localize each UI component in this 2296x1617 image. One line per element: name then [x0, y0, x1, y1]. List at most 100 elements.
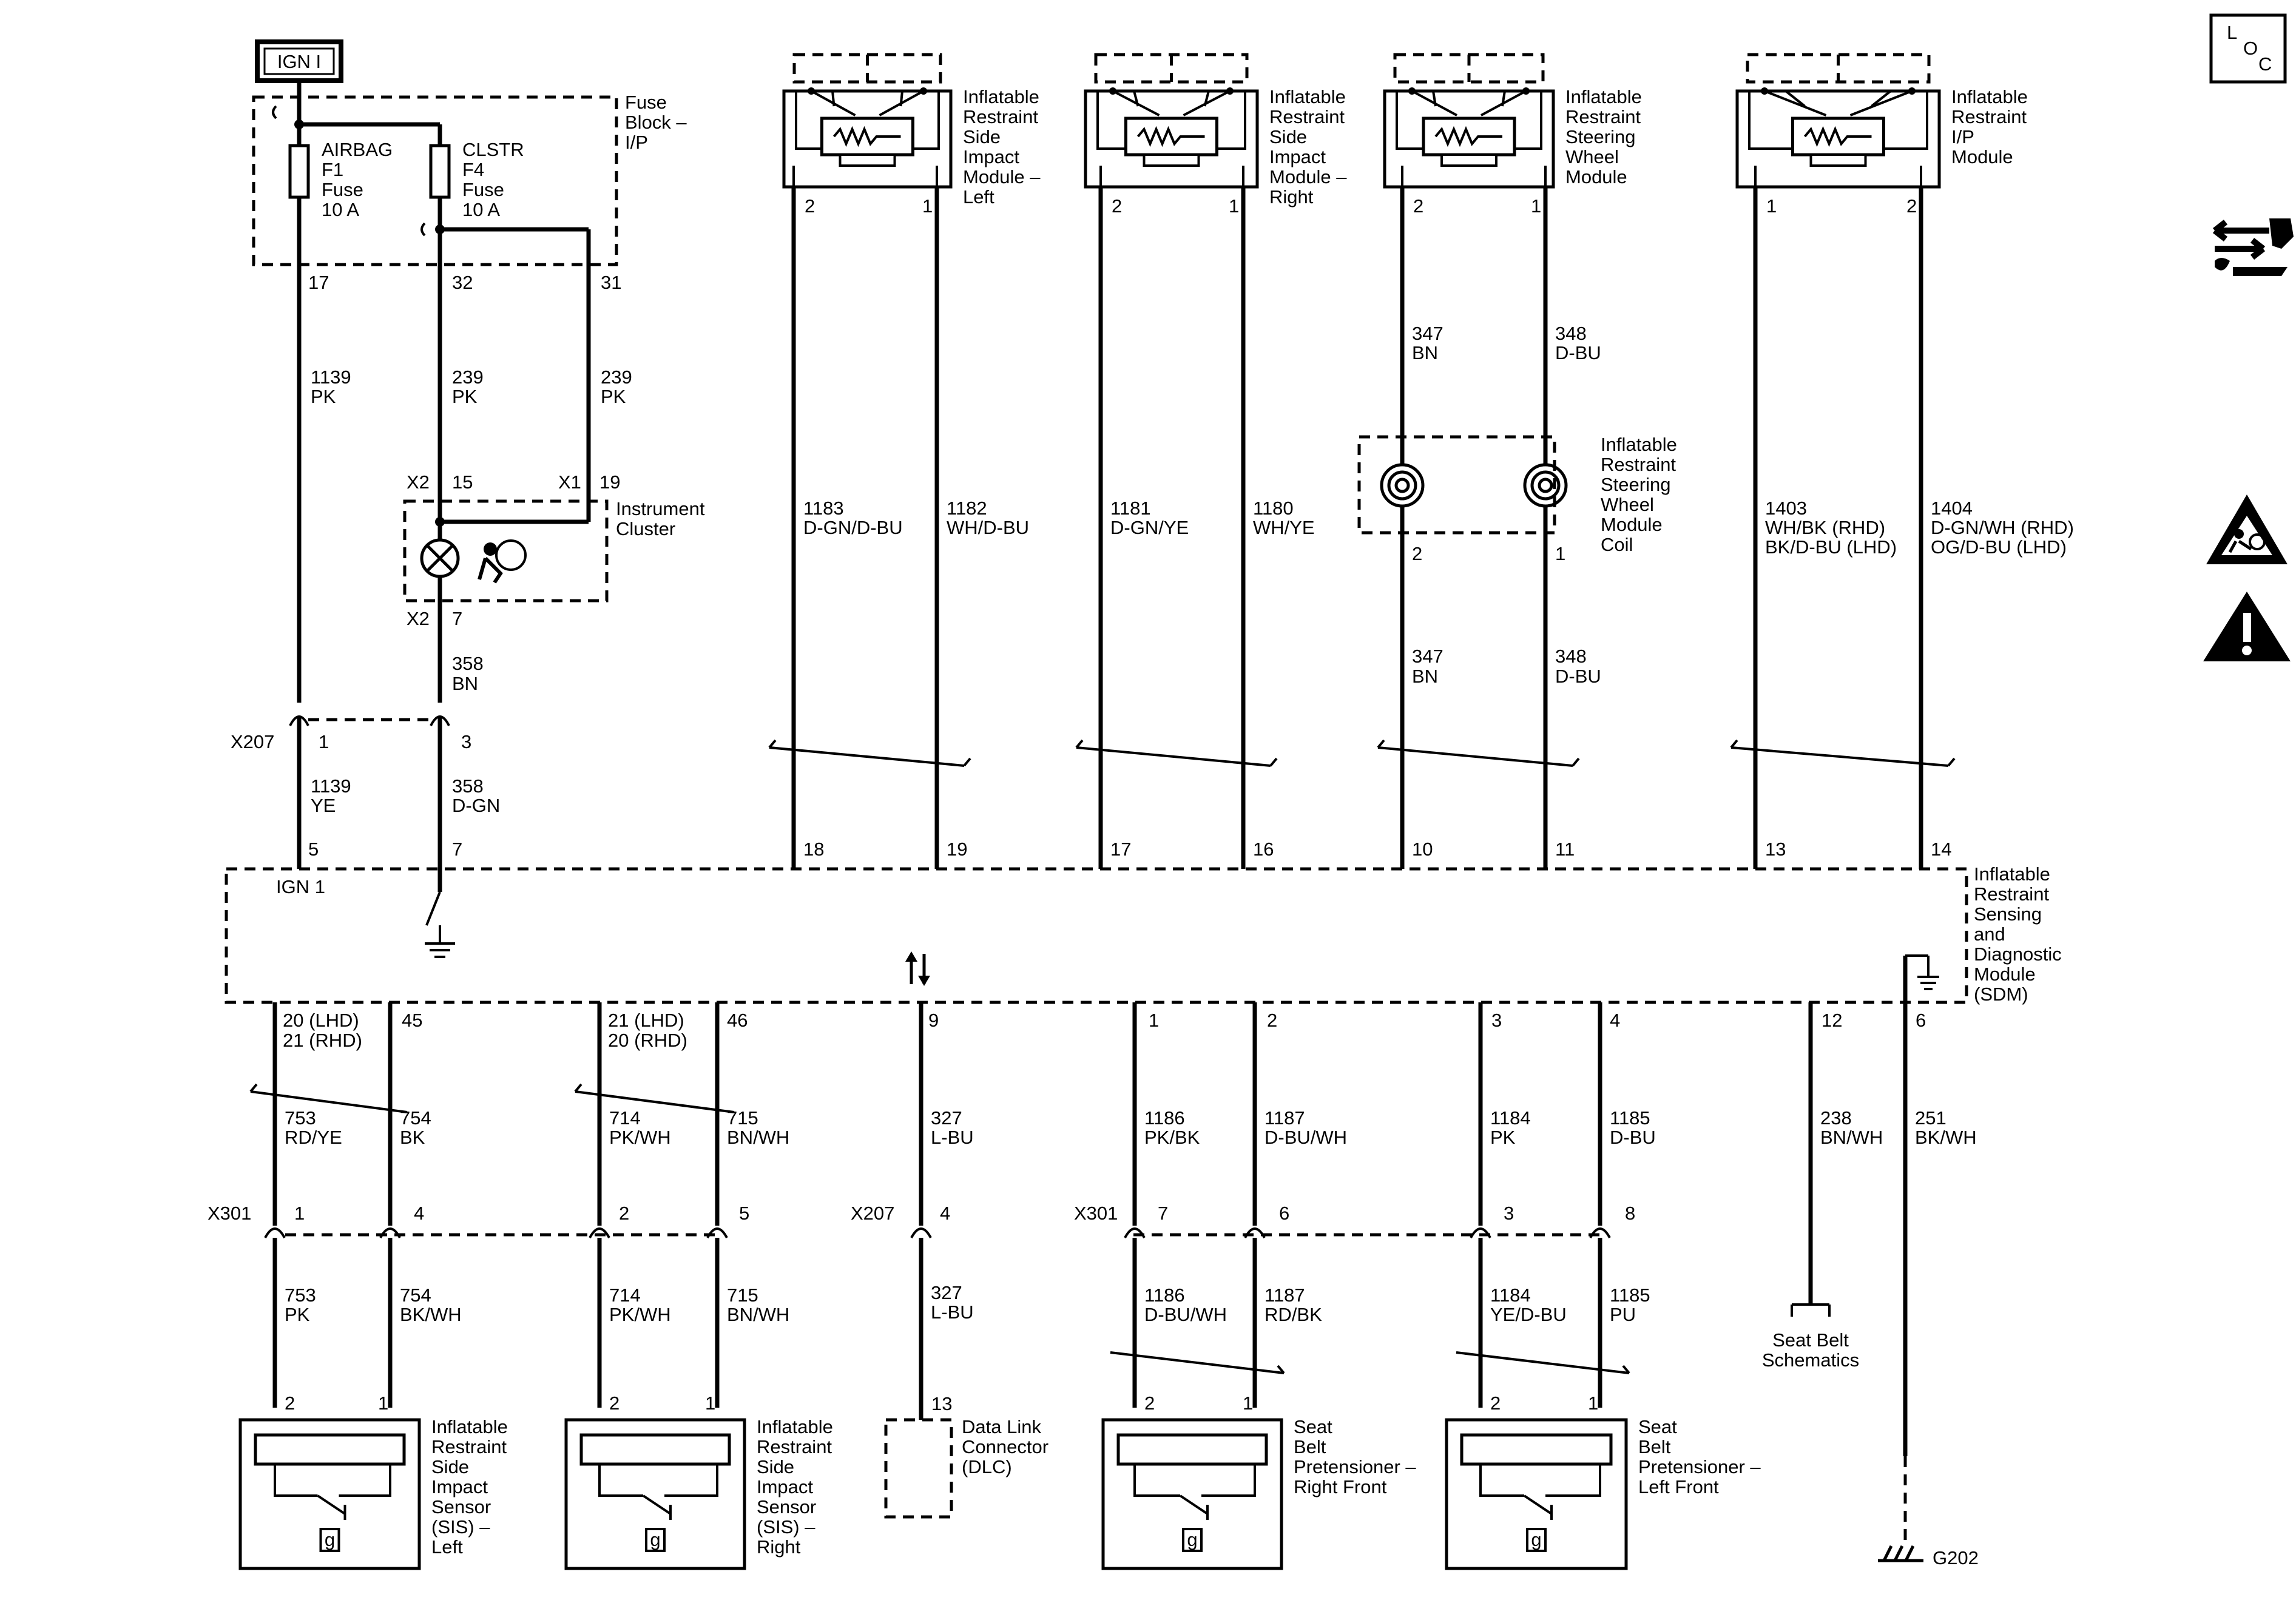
module-pin-b: 2 — [1906, 195, 1917, 217]
component-label-line: Belt — [1294, 1436, 1326, 1457]
wire-color: PK/BK — [1144, 1127, 1200, 1148]
svg-text:20 (RHD): 20 (RHD) — [608, 1030, 687, 1051]
svg-text:and: and — [1974, 923, 2005, 945]
svg-text:BN: BN — [452, 673, 478, 694]
component-pin: 1 — [1588, 1393, 1598, 1414]
wire-color: BK/WH — [400, 1304, 462, 1325]
x301-connector-b: X301 7 6 3 8 — [1074, 1203, 1635, 1237]
svg-text:(DLC): (DLC) — [962, 1456, 1012, 1477]
connector-tool-icon — [2212, 218, 2294, 276]
wire-color: WH/D-BU — [947, 517, 1029, 538]
wire-circuit: 753 — [285, 1107, 316, 1129]
sdm-pin: 18 — [803, 839, 824, 860]
twisted-pair-mark — [769, 746, 965, 767]
svg-text:D-BU: D-BU — [1555, 666, 1601, 687]
wire-circuit: 1184 — [1490, 1107, 1531, 1129]
svg-text:358: 358 — [452, 653, 484, 674]
svg-text:BN: BN — [1412, 666, 1438, 687]
svg-text:F1: F1 — [322, 159, 343, 180]
module-label-line: Side — [1269, 126, 1307, 147]
wire-color: RD/YE — [285, 1127, 342, 1148]
warning-triangle-icon — [2203, 592, 2291, 661]
wire-circuit: 1181 — [1110, 498, 1151, 519]
svg-text:1: 1 — [294, 1203, 305, 1224]
wire-circuit: 348 — [1555, 323, 1587, 344]
svg-text:13: 13 — [931, 1393, 952, 1414]
svg-text:YE: YE — [311, 795, 336, 816]
module-label-line: Impact — [963, 146, 1019, 167]
twisted-pair-mark — [1456, 1351, 1630, 1374]
sdm-pin: 17 — [1110, 839, 1131, 860]
module-label-line: Module — [1951, 146, 2013, 167]
svg-text:15: 15 — [452, 471, 473, 493]
svg-text:Module: Module — [1601, 514, 1663, 535]
wire-circuit: 1186 — [1144, 1107, 1185, 1129]
svg-text:1139: 1139 — [311, 775, 351, 797]
svg-text:19: 19 — [599, 471, 620, 493]
wire-circuit: 715 — [727, 1284, 758, 1306]
wire-circuit: 327 — [931, 1282, 962, 1303]
component-label-line: Left — [431, 1536, 463, 1558]
module-label-line: Restraint — [1951, 106, 2027, 127]
twisted-pair-mark — [1076, 746, 1271, 767]
svg-text:10 A: 10 A — [462, 199, 500, 220]
module-pin-a: 2 — [1112, 195, 1122, 217]
wire-color: RD/BK — [1264, 1304, 1322, 1325]
wire-color: WH/YE — [1253, 517, 1315, 538]
svg-text:Connector: Connector — [962, 1436, 1048, 1457]
component-label-line: Seat — [1294, 1416, 1332, 1437]
data-link-connector: 13 Data Link Connector (DLC) — [884, 1256, 1048, 1519]
component-label-line: (SIS) – — [757, 1516, 815, 1538]
clockspring-icon-b — [1523, 463, 1568, 508]
wire-color: PK — [1490, 1127, 1516, 1148]
wire-circuit: 238 — [1820, 1107, 1852, 1129]
svg-text:g: g — [1531, 1529, 1541, 1550]
ign1-label: IGN 1 — [276, 876, 325, 897]
wire-circuit: 327 — [931, 1107, 962, 1129]
wire-color: PK/WH — [609, 1127, 671, 1148]
svg-text:CLSTR: CLSTR — [462, 139, 524, 160]
svg-text:Wheel: Wheel — [1601, 494, 1654, 515]
wire-label-1139-pk: 1139 PK — [311, 366, 351, 407]
svg-text:3: 3 — [1491, 1010, 1502, 1031]
component-label-line: Inflatable — [757, 1416, 833, 1437]
warning-lamp-icon — [420, 538, 460, 578]
wire-color: PU — [1610, 1304, 1636, 1325]
component-label-line: Restraint — [757, 1436, 832, 1457]
svg-text:239: 239 — [601, 366, 632, 388]
svg-text:21 (LHD): 21 (LHD) — [608, 1010, 684, 1031]
svg-text:Data Link: Data Link — [962, 1416, 1041, 1437]
wire-circuit: 714 — [609, 1284, 641, 1306]
component-label-line: Belt — [1638, 1436, 1671, 1457]
airbag-fuse — [288, 144, 310, 199]
svg-text:F4: F4 — [462, 159, 484, 180]
module-label-line: Restraint — [963, 106, 1038, 127]
twisted-pair-mark — [1110, 1351, 1285, 1374]
svg-text:Inflatable: Inflatable — [1601, 434, 1677, 455]
wire-color: PK — [285, 1304, 310, 1325]
svg-text:7: 7 — [1158, 1203, 1168, 1224]
module-label-line: Left — [963, 186, 994, 208]
module-label-line: Impact — [1269, 146, 1326, 167]
component-pin: 2 — [285, 1393, 295, 1414]
module-pin-a: 2 — [805, 195, 815, 217]
twisted-pair-mark — [1377, 746, 1573, 767]
wire-color: PK/WH — [609, 1304, 671, 1325]
wire-label-347-bn-lower: 347 BN — [1412, 646, 1443, 687]
wire-circuit: 1184 — [1490, 1284, 1531, 1306]
component-label-line: Side — [431, 1456, 469, 1477]
sdm-pin: 14 — [1931, 839, 1951, 860]
wire-circuit: 714 — [609, 1107, 641, 1129]
svg-text:2: 2 — [1267, 1010, 1277, 1031]
svg-text:Inflatable: Inflatable — [1974, 863, 2050, 885]
loc-icon: L O C — [2209, 13, 2287, 84]
module-label-line: Side — [963, 126, 1001, 147]
svg-text:5: 5 — [739, 1203, 749, 1224]
module-label-line: Restraint — [1269, 106, 1345, 127]
